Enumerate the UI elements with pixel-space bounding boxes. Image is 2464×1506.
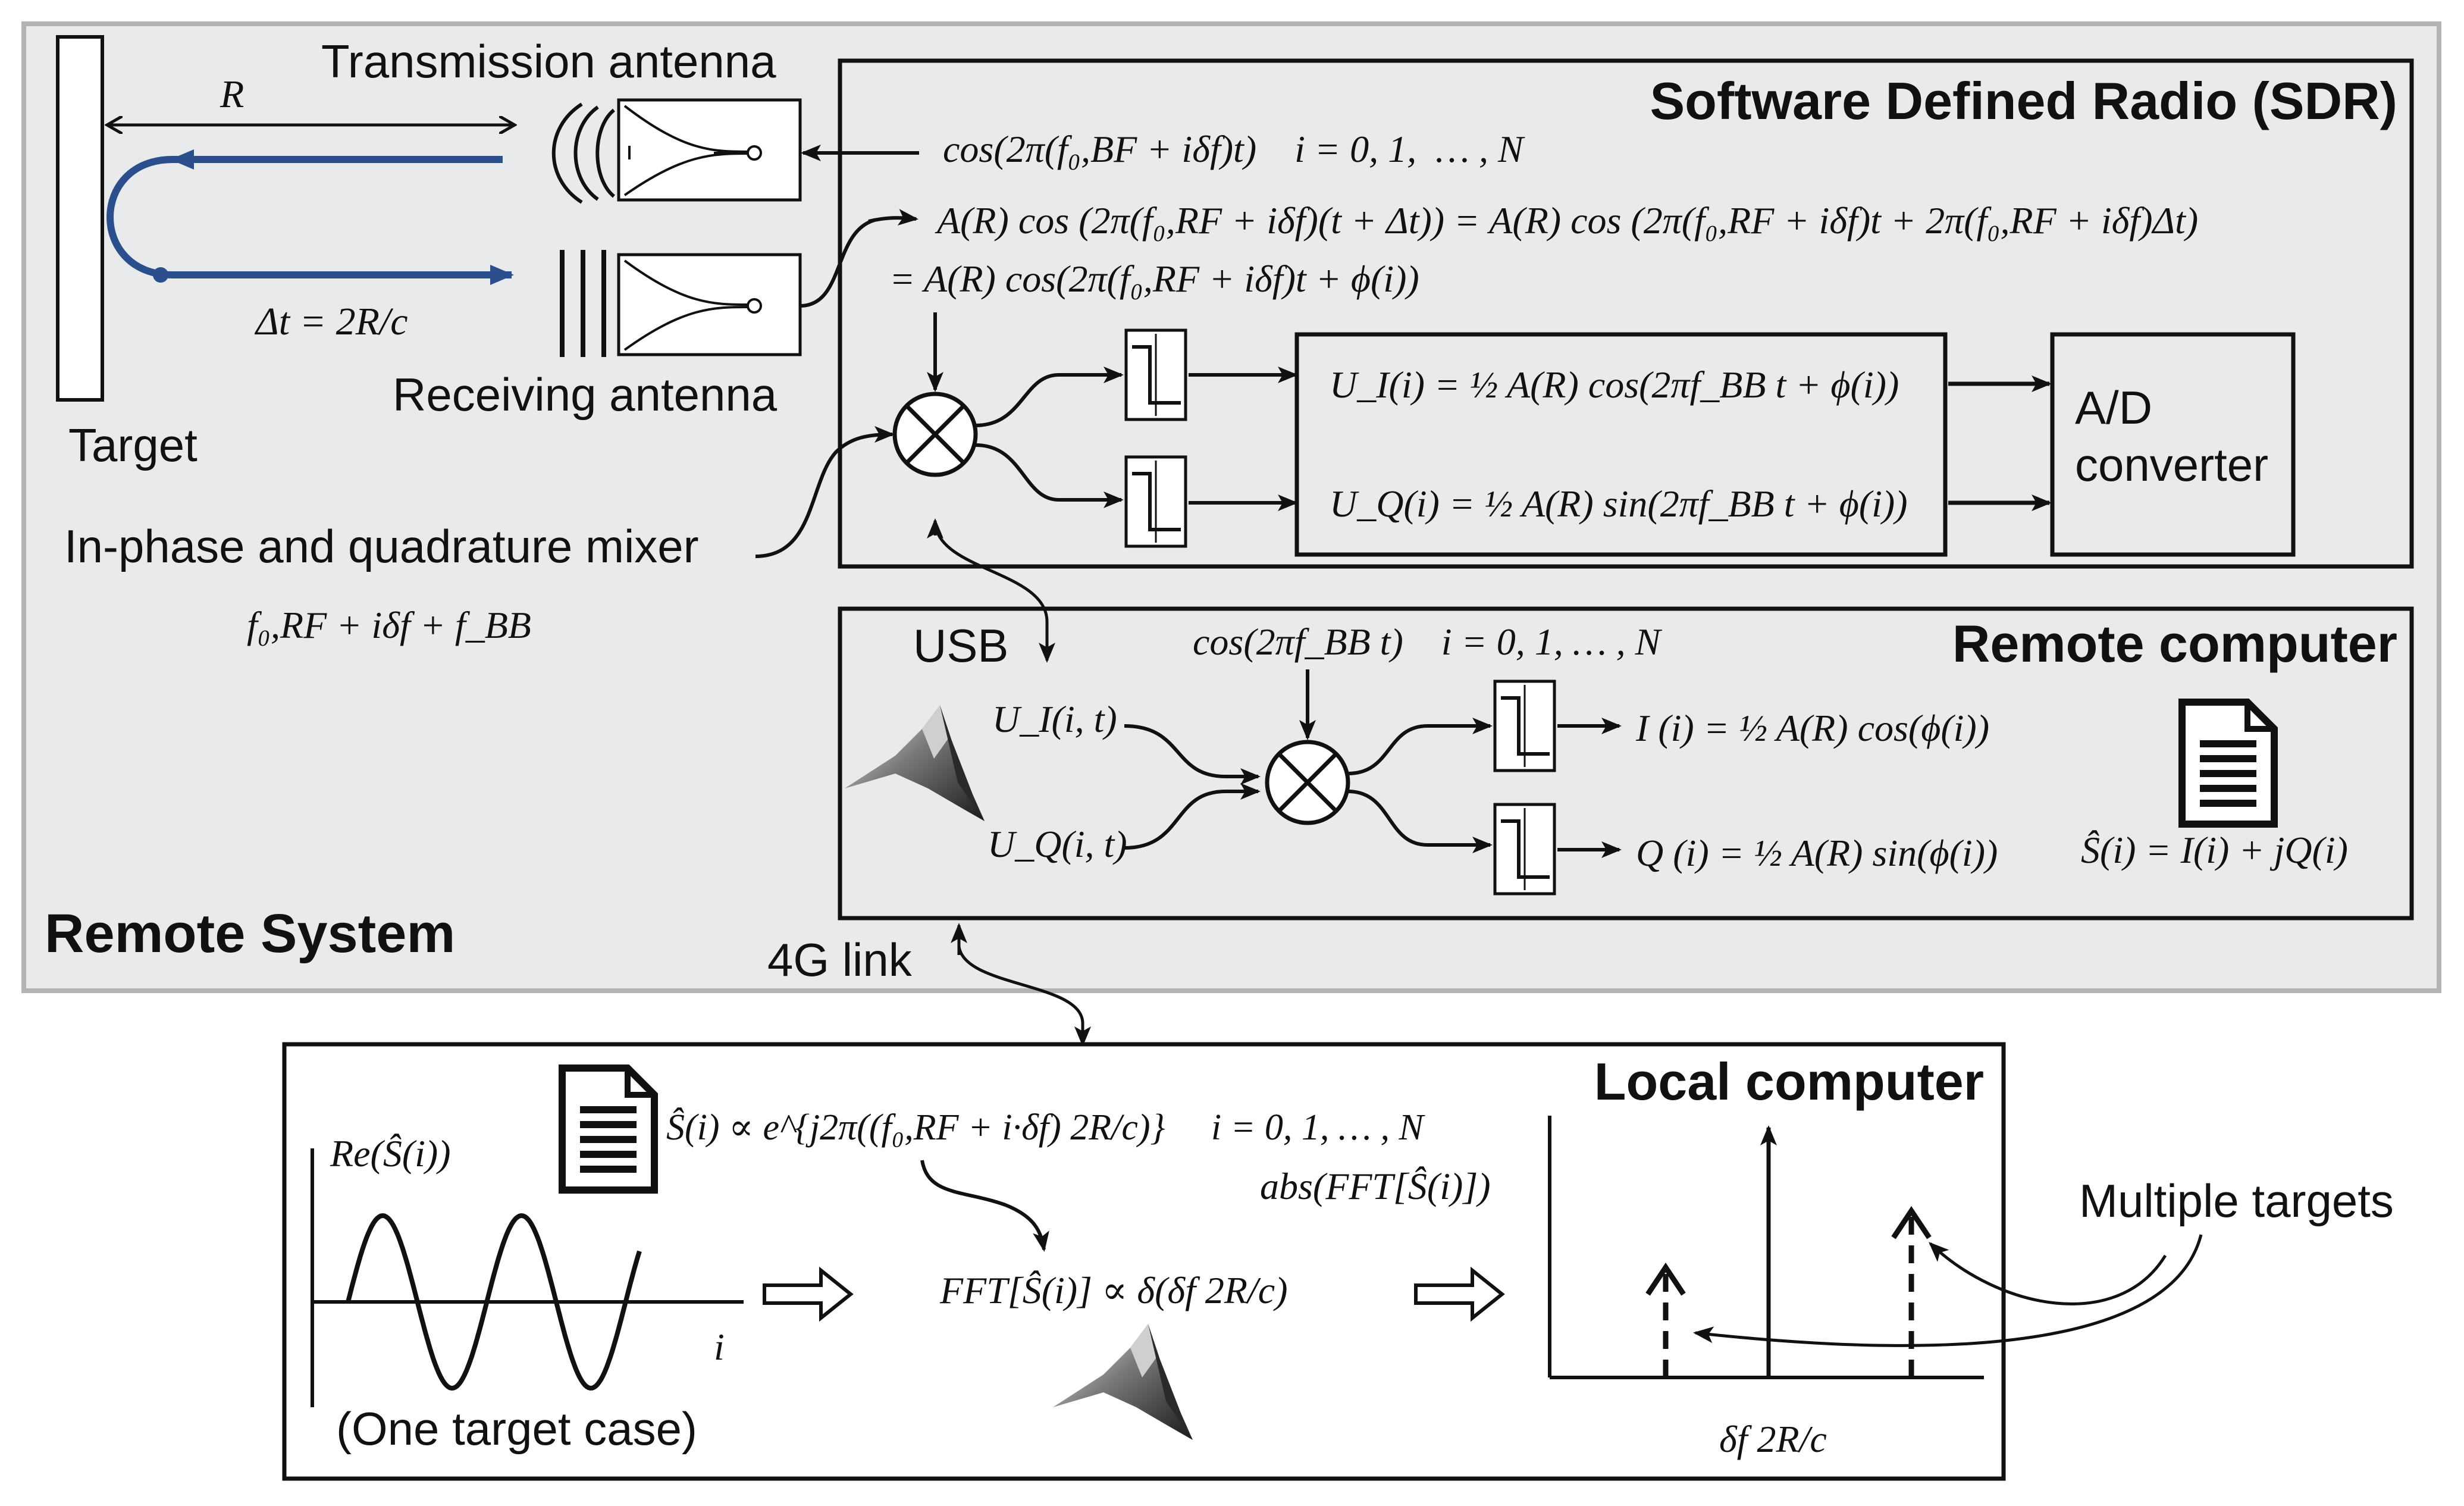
adc-label-line2: converter: [2075, 439, 2268, 491]
rx-antenna-label: Receiving antenna: [393, 368, 778, 421]
target-peak-left-head: [1645, 1262, 1686, 1296]
peak-position-label: δf 2R/c: [1719, 1418, 1827, 1460]
rx-curve: [800, 218, 875, 308]
rx-antenna-icon: [560, 250, 802, 357]
remote-computer-title: Remote computer: [1952, 614, 2397, 673]
remote-filter-i-icon: [1495, 681, 1554, 771]
link-label: 4G link: [767, 934, 913, 986]
delta-t-label: Δt = 2R/c: [254, 300, 408, 343]
multiple-targets-arrow-right: [1929, 1242, 2167, 1305]
mixer-to-filter-q: [975, 443, 1124, 508]
wave-path: [106, 156, 512, 278]
sdr-mixer-icon: [892, 392, 978, 477]
remote-computer-box: [838, 606, 2414, 920]
lo-to-mixer-arrow: [755, 426, 895, 558]
target-label: Target: [68, 419, 198, 471]
lo-freq-label: f₀,RF + iδf + f_BB: [247, 604, 531, 646]
tx-signal-eq: cos(2π(f₀,BF + iδf)t) i = 0, 1, … , N: [943, 128, 1525, 170]
multiple-targets-arrow-left: [1693, 1234, 2203, 1347]
target-plate: [56, 35, 104, 402]
wave-node: [153, 267, 168, 283]
fft-eq: FFT[Ŝ(i)] ∝ δ(δf 2R/c): [939, 1269, 1288, 1311]
ui-to-mixer2: [1124, 724, 1261, 785]
remote-filter-q-icon: [1495, 804, 1554, 894]
abs-fft-label: abs(FFT[Ŝ(i)]): [1260, 1165, 1491, 1207]
rx-eq-line1: A(R) cos (2π(f₀,RF + iδf)(t + Δt)) = A(R…: [935, 199, 2198, 242]
to-fft-arrow: [920, 1160, 1049, 1252]
rx-eq-line2: = A(R) cos(2π(f₀,RF + iδf)t + ϕ(i)): [889, 258, 1419, 300]
rx-feed-arrow: [868, 209, 918, 226]
re-s-label: Re(Ŝ(i)): [330, 1132, 451, 1175]
iq-output-box: [1294, 332, 1948, 557]
sdr-box: [838, 58, 2414, 569]
s-eq: Ŝ(i) = I(i) + jQ(i): [2081, 829, 2348, 871]
adc-label-line1: A/D: [2075, 381, 2152, 434]
sine-wave: [346, 1213, 642, 1391]
i-axis-label: i: [714, 1326, 725, 1368]
remote-lo-signal: cos(2πf_BB t) i = 0, 1, … , N: [1193, 621, 1663, 663]
tx-antenna-label: Transmission antenna: [321, 35, 776, 87]
mixer2-to-filter-i: [1347, 718, 1493, 775]
remote-mixer-icon: [1265, 740, 1350, 825]
adc-box: [2050, 332, 2296, 557]
hollow-arrow-icon-1: [763, 1266, 854, 1322]
i-eq: I (i) = ½ A(R) cos(ϕ(i)): [1635, 707, 1989, 749]
target-peak-right-head: [1891, 1206, 1932, 1239]
mixer-to-filter-i: [975, 367, 1124, 427]
mixer-label: In-phase and quadrature mixer: [64, 520, 699, 572]
uq-eq: U_Q(i) = ½ A(R) sin(2πf_BB t + ϕ(i)): [1330, 483, 1908, 525]
sdr-filter-i-icon: [1126, 330, 1186, 419]
sdr-title: Software Defined Radio (SDR): [1650, 71, 2397, 130]
one-target-label: (One target case): [336, 1402, 697, 1455]
range-label: R: [220, 73, 244, 116]
uq-to-mixer2: [1124, 783, 1261, 850]
multiple-targets-label: Multiple targets: [2079, 1175, 2394, 1227]
4g-link-arrow: [957, 945, 1091, 1047]
q-eq: Q (i) = ½ A(R) sin(ϕ(i)): [1636, 832, 1998, 874]
usb-label: USB: [913, 619, 1008, 672]
ui-eq: U_I(i) = ½ A(R) cos(2πf_BB t + ϕ(i)): [1330, 364, 1899, 406]
ui-input-label: U_I(i, t): [992, 698, 1117, 740]
uq-input-label: U_Q(i, t): [988, 823, 1127, 865]
remote-document-icon: [2182, 702, 2274, 824]
local-document-icon: [562, 1068, 654, 1190]
remote-system-label: Remote System: [45, 903, 455, 964]
sdr-filter-q-icon: [1126, 457, 1186, 546]
s-prop-eq: Ŝ(i) ∝ e^{j2π((f₀,RF + i·δf) 2R/c)} i = …: [666, 1107, 1426, 1148]
mixer2-to-filter-q: [1347, 790, 1493, 853]
hollow-arrow-icon-2: [1414, 1266, 1505, 1322]
tx-antenna-icon: [551, 98, 802, 204]
local-computer-title: Local computer: [1594, 1052, 1984, 1111]
